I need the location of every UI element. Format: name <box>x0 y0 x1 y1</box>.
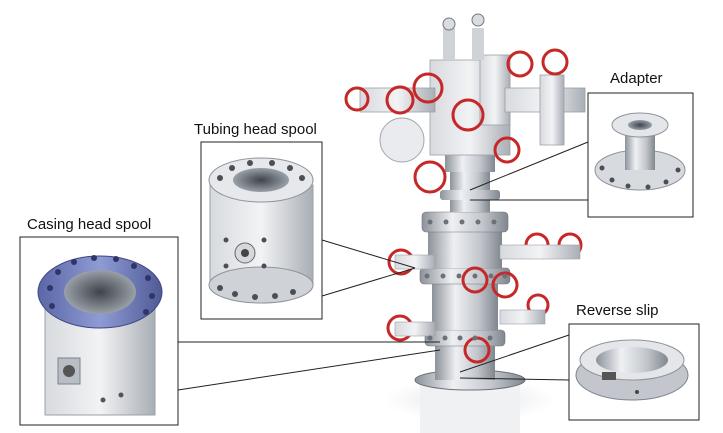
gauge-left-icon <box>442 17 456 31</box>
leader-reverse-bottom <box>459 377 570 381</box>
actuator-disc <box>379 117 425 163</box>
base-pipe <box>420 385 520 433</box>
spool-side-port-hole <box>241 249 249 257</box>
choke-body <box>539 74 565 146</box>
casing-lower-holes <box>100 392 124 403</box>
adapter-inset <box>587 92 694 218</box>
leader-casing-bottom <box>177 349 441 391</box>
side-outlet-right <box>499 244 581 260</box>
leader-tubing-top <box>321 239 416 269</box>
casing-bolt-holes <box>47 255 155 315</box>
slip-slot <box>602 372 616 380</box>
tubing-head-spool-inset <box>200 141 323 320</box>
label-reverse-slip: Reverse slip <box>576 302 659 319</box>
handwheel-icon <box>344 86 370 112</box>
handwheel-icon <box>451 98 485 132</box>
handwheel-icon <box>491 271 519 299</box>
label-adapter: Adapter <box>610 70 663 87</box>
handwheel-icon <box>493 136 521 164</box>
adapter-bore <box>628 120 652 130</box>
leader-tubing-bottom <box>321 267 416 297</box>
valve-handwheels <box>344 48 583 364</box>
slip-inner-bore <box>596 347 668 373</box>
flange-bolts <box>424 219 508 341</box>
handwheel-icon <box>385 85 415 115</box>
side-outlet-lower-right <box>499 309 546 325</box>
handwheel-icon <box>412 72 444 104</box>
reverse-slip-inset <box>568 323 700 421</box>
spool-bore <box>233 168 289 192</box>
leader-adapter-top <box>469 141 589 191</box>
casing-side-port-hole <box>63 365 75 377</box>
christmas-tree <box>344 13 586 433</box>
flange-lower <box>424 329 506 347</box>
gauge-stem-right <box>472 28 484 60</box>
adapter-bolt-holes <box>599 165 681 190</box>
side-outlet-lower-left <box>394 321 436 337</box>
side-outlet-left <box>394 254 436 270</box>
label-tubing-head-spool: Tubing head spool <box>194 121 317 138</box>
handwheel-icon <box>506 50 534 78</box>
adapter-flange <box>440 190 500 200</box>
leader-lines <box>177 141 589 391</box>
handwheel-icon <box>413 160 447 194</box>
spool-bottom-flange <box>208 266 314 304</box>
slip-hole <box>635 390 639 394</box>
master-valve-body <box>445 150 495 172</box>
casing-head-spool-inset <box>19 236 179 426</box>
casing-bore <box>64 270 136 314</box>
label-casing-head-spool: Casing head spool <box>27 216 152 233</box>
gauge-stem-left <box>443 28 455 60</box>
leader-reverse-top <box>459 334 570 373</box>
gauge-right-icon <box>471 13 485 27</box>
handwheel-icon <box>541 48 569 76</box>
spool-bolt-holes <box>217 160 305 300</box>
handwheel-icon <box>461 266 489 294</box>
spool-upper <box>428 232 502 268</box>
